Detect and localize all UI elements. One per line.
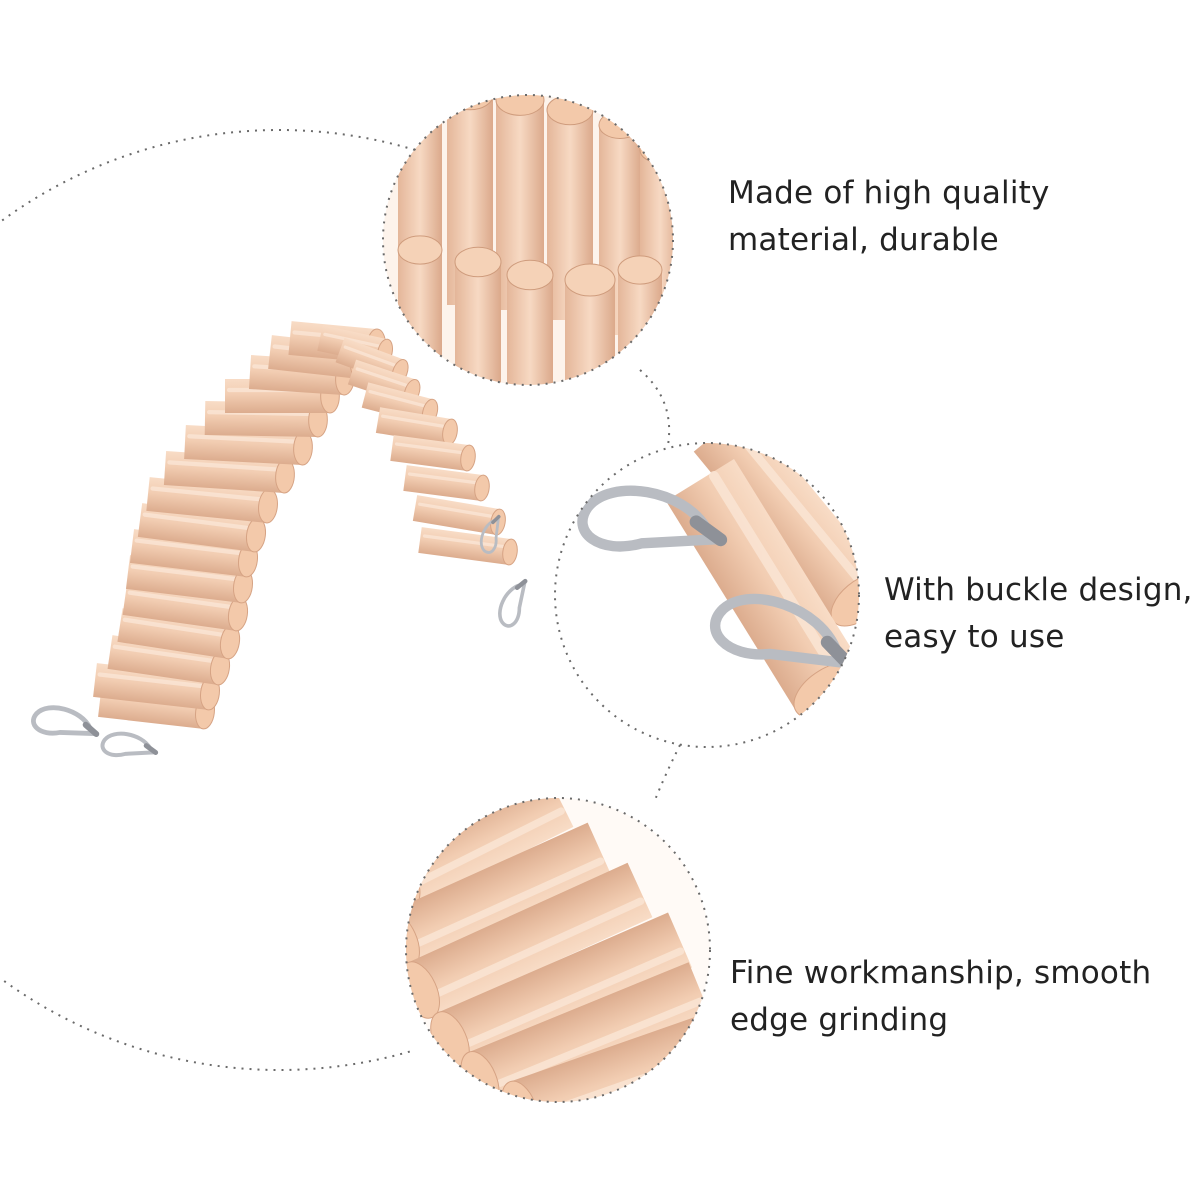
feature-text-buckle: With buckle design, easy to use	[884, 567, 1193, 661]
dotted-connector	[639, 369, 671, 446]
feature-line: easy to use	[884, 619, 1065, 655]
ladder-bridge-product	[31, 321, 528, 757]
feature-text-edges: Fine workmanship, smooth edge grinding	[730, 950, 1151, 1044]
detail-circle-edges	[405, 797, 711, 1103]
wood-dowel	[418, 527, 518, 566]
metal-clip	[577, 485, 728, 552]
feature-line: Made of high quality	[728, 175, 1050, 211]
metal-clip	[31, 705, 100, 737]
wood-dowel	[430, 912, 692, 1069]
vertical-dowel	[506, 259, 554, 385]
vertical-dowel	[454, 246, 502, 385]
detail-circle-material	[382, 94, 674, 386]
metal-clip	[498, 578, 528, 628]
vertical-dowel	[564, 263, 616, 385]
metal-clip	[100, 731, 159, 757]
wood-dowel	[390, 435, 476, 472]
dotted-connector	[654, 744, 681, 801]
metal-clip	[479, 514, 501, 554]
vertical-dowel	[617, 255, 663, 385]
vertical-dowel	[639, 136, 673, 360]
feature-line: edge grinding	[730, 1002, 949, 1038]
feature-line: material, durable	[728, 222, 999, 258]
feature-text-material: Made of high quality material, durable	[728, 170, 1050, 264]
feature-line: Fine workmanship, smooth	[730, 955, 1152, 991]
wood-dowel	[403, 465, 490, 502]
feature-line: With buckle design,	[884, 572, 1193, 608]
detail-circle-buckle	[554, 442, 860, 748]
